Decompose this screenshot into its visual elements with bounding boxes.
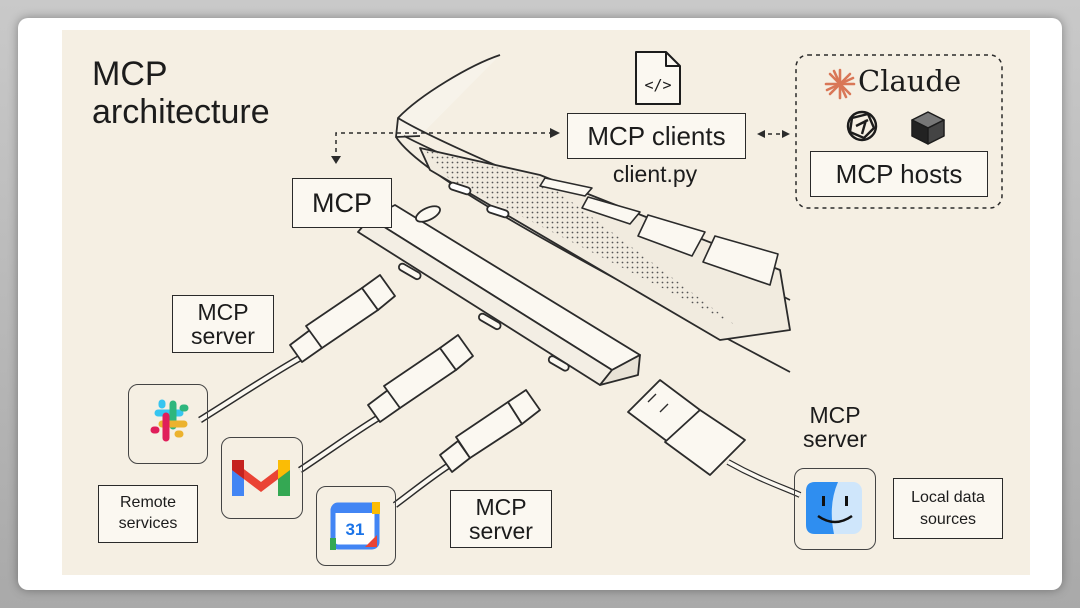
mcp-clients-label: MCP clients — [567, 113, 746, 159]
usb-c-cables — [198, 274, 541, 508]
remote-line-1: Remote — [119, 494, 177, 511]
finder-tile — [794, 468, 876, 550]
remote-line-2: services — [118, 514, 178, 532]
title-line-1: MCP — [92, 55, 168, 93]
gmail-tile — [221, 437, 303, 519]
gmail-icon — [232, 460, 290, 496]
arrow-head — [782, 130, 790, 138]
finder-icon — [806, 482, 862, 534]
claude-wordmark: Claude — [858, 64, 962, 98]
diagram-title: MCP architecture — [92, 55, 270, 131]
local-line-1: Local data — [911, 489, 985, 506]
calendar-day: 31 — [346, 520, 365, 539]
title-line-2: architecture — [92, 93, 270, 132]
local-line-2: sources — [919, 510, 977, 528]
cube-icon — [911, 111, 945, 145]
remote-services-label: Remote services — [98, 485, 198, 543]
mcp-hosts-label: MCP hosts — [810, 151, 988, 197]
usb-a-plug — [627, 379, 802, 498]
file-code-icon — [635, 51, 681, 105]
server-line-2: server — [803, 426, 867, 453]
claude-sunburst-icon — [824, 68, 856, 100]
openai-knot-icon — [846, 110, 878, 142]
laptop-illustration — [395, 54, 791, 373]
google-calendar-icon — [330, 502, 380, 550]
mcp-server-label-calendar: MCP server — [450, 490, 552, 549]
arrow-head — [550, 128, 560, 138]
arrow-head — [757, 130, 765, 138]
calendar-tile — [316, 486, 396, 566]
server-line-1: MCP — [475, 494, 527, 520]
client-file-label: client.py — [612, 161, 698, 187]
arrow-head — [331, 156, 341, 164]
server-line-1: MCP — [809, 402, 861, 428]
local-data-sources-label: Local data sources — [893, 478, 1003, 540]
mcp-label: MCP — [292, 178, 392, 228]
mcp-server-label-remote: MCP server — [172, 295, 274, 354]
server-line-1: MCP — [197, 299, 249, 325]
server-line-2: server — [469, 518, 533, 545]
mcp-server-label-local: MCP server — [785, 400, 885, 454]
server-line-2: server — [191, 323, 255, 350]
slack-tile — [128, 384, 208, 464]
slack-icon — [150, 399, 189, 442]
file-glyph: </> — [644, 76, 671, 94]
mcp-usb-hub — [357, 204, 641, 386]
